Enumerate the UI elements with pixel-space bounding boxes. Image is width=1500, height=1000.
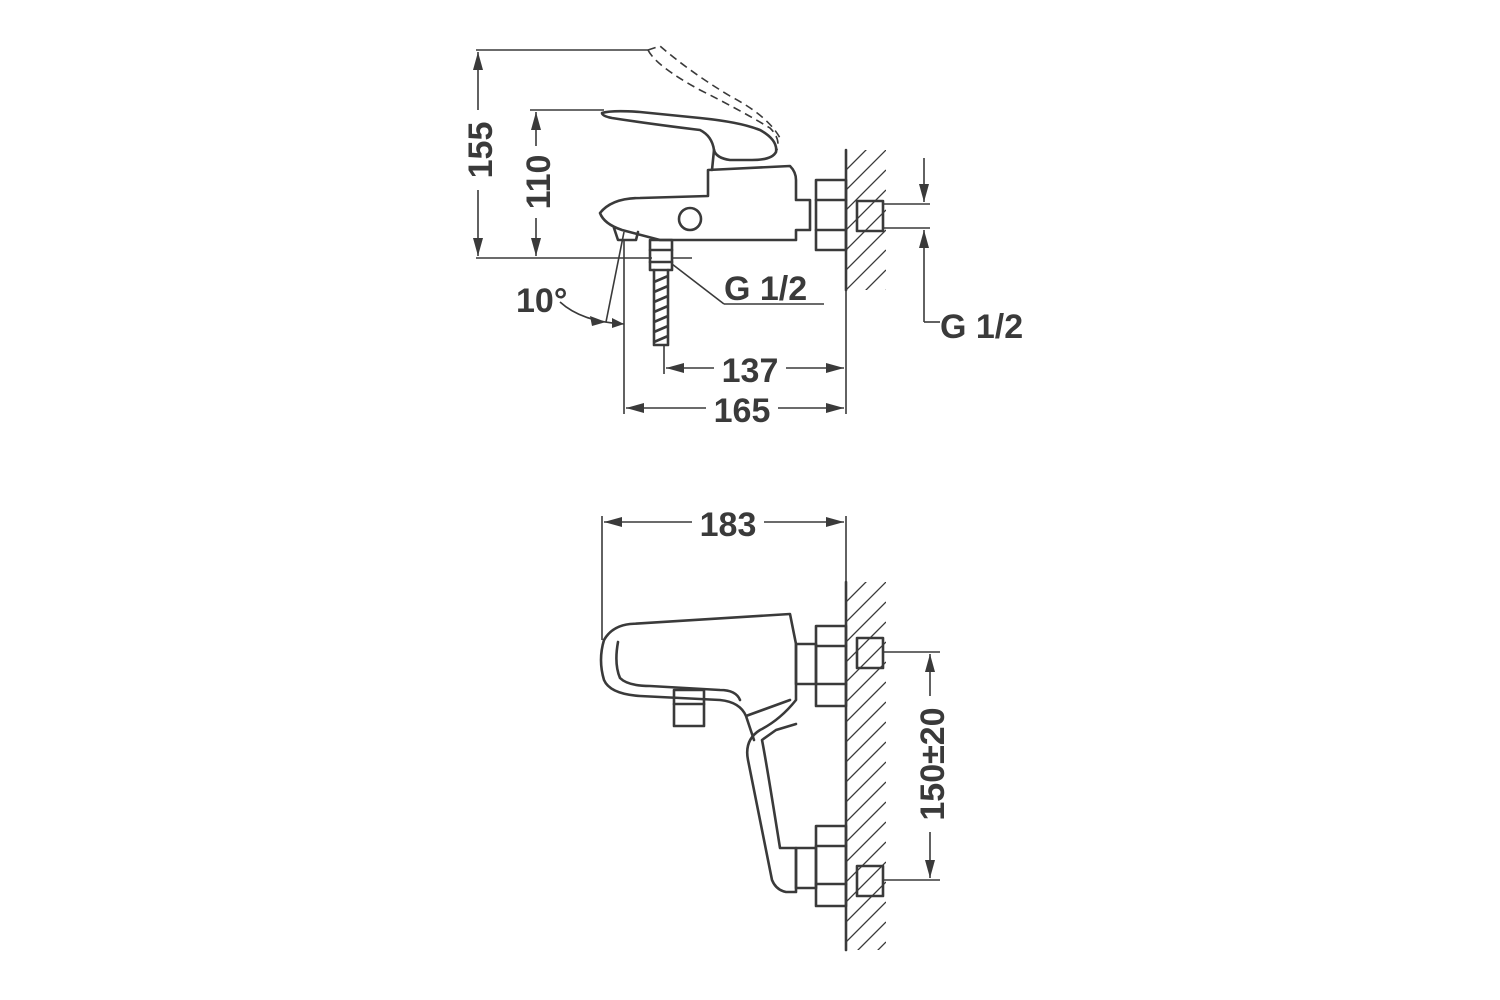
dim-label-angle: 10° [516,282,567,320]
top-view: 183 150±20 [599,504,952,952]
wall-nut [814,178,848,252]
connector-upper [855,636,885,670]
threaded-stub [652,268,670,347]
side-view: 155 110 10° G 1/2 G 1/2 137 [460,45,1023,430]
faucet-body-top [602,612,798,894]
diverter-knob [677,206,703,232]
dim-label-110: 110 [520,155,558,210]
thread-label-outlet: G 1/2 [724,270,807,308]
dim-label-150: 150±20 [914,707,952,820]
wall-nut-upper [814,624,848,708]
dim-label-165: 165 [714,392,771,430]
diverter-top [672,688,706,728]
dim-label-137: 137 [722,352,779,390]
eccentric-connector [855,199,885,233]
dim-label-155: 155 [462,122,500,179]
dim-label-183: 183 [700,506,757,544]
wall-hatch-bottom [846,582,886,950]
connector-lower [855,864,885,898]
lever-handle-raised [647,45,781,153]
thread-label-wall: G 1/2 [940,308,1023,346]
wall-nut-lower [814,824,848,908]
shower-outlet [648,238,674,272]
faucet-body [598,164,812,242]
spout-tip [612,226,640,242]
lever-top [599,638,792,742]
lever-handle [600,109,778,162]
